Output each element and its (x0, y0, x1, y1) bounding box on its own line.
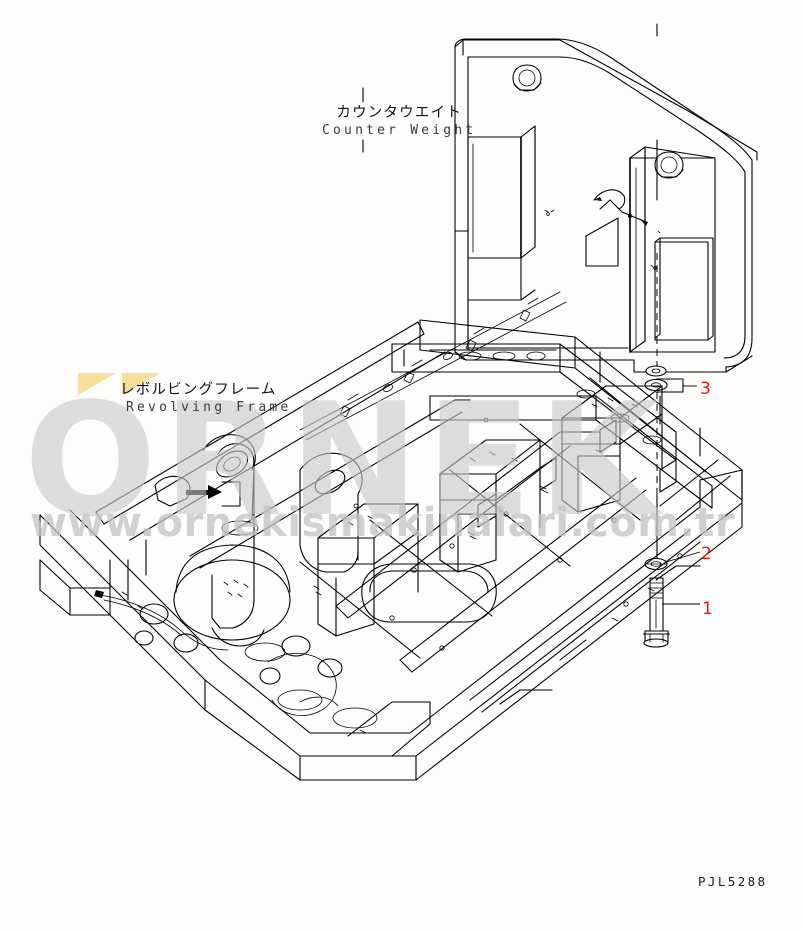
mount-bracket-right (561, 385, 663, 513)
counterweight-lift-lug-left (512, 64, 542, 92)
counterweight-lift-lug-right (654, 151, 684, 179)
revolving-frame-assembly (39, 291, 743, 781)
mount-bracket-centre (439, 439, 541, 573)
hardware-item-2 (644, 551, 701, 571)
hardware-item-1 (643, 577, 700, 648)
counter-weight-assembly (454, 38, 758, 373)
hardware-item-3 (644, 365, 697, 393)
mount-bracket-left (317, 503, 419, 637)
